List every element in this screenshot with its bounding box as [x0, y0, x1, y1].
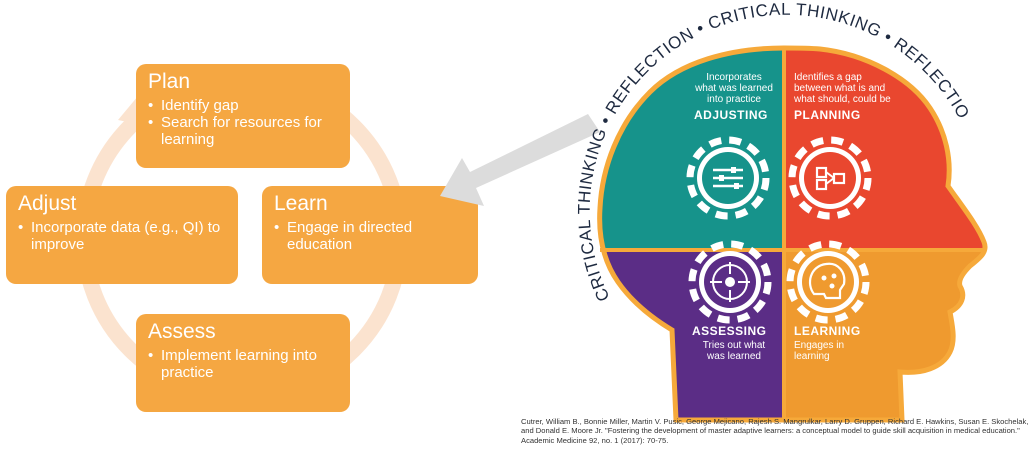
assessing-desc-line: was learned — [707, 351, 761, 362]
planning-label: PLANNING — [794, 108, 861, 122]
learning-desc-line: Engages in — [794, 340, 845, 351]
head-outline — [597, 45, 988, 423]
pointer-arrow — [440, 114, 600, 206]
learning-gear-icon — [786, 240, 870, 324]
adjusting-desc-line: what was learned — [695, 83, 773, 94]
learning-description: Engages in learning — [794, 340, 874, 362]
adjusting-desc-line: into practice — [707, 94, 761, 105]
learn-bullet: Engage in directed education — [274, 219, 466, 253]
planning-desc-line: between what is and — [794, 83, 886, 94]
planning-description: Identifies a gap between what is and wha… — [794, 72, 904, 105]
adjust-bullet: Incorporate data (e.g., QI) to improve — [18, 219, 226, 253]
assess-bullets: Implement learning into practice — [148, 347, 338, 381]
plan-bullet: Identify gap — [148, 97, 338, 114]
plan-bullets: Identify gap Search for resources for le… — [148, 97, 338, 148]
assess-bullet: Implement learning into practice — [148, 347, 338, 381]
learning-desc-line: learning — [794, 351, 830, 362]
plan-bullet: Search for resources for learning — [148, 114, 338, 148]
plan-box: Plan Identify gap Search for resources f… — [136, 64, 350, 168]
assess-box: Assess Implement learning into practice — [136, 314, 350, 412]
learn-title: Learn — [274, 192, 328, 215]
learning-label: LEARNING — [794, 324, 861, 338]
adjusting-label: ADJUSTING — [694, 108, 768, 122]
assessing-desc-line: Tries out what — [702, 340, 766, 351]
assess-title: Assess — [148, 320, 216, 343]
planning-gear-icon — [788, 136, 872, 220]
planning-desc-line: what should, could be — [794, 94, 891, 105]
adjust-bullets: Incorporate data (e.g., QI) to improve — [18, 219, 226, 253]
adjusting-description: Incorporates what was learned into pract… — [690, 72, 778, 105]
learn-bullets: Engage in directed education — [274, 219, 466, 253]
planning-desc-line: Identifies a gap — [794, 72, 862, 83]
citation: Cutrer, William B., Bonnie Miller, Marti… — [521, 417, 1029, 445]
assessing-gear-icon — [688, 240, 772, 324]
learn-box: Learn Engage in directed education — [262, 186, 478, 284]
assessing-label: ASSESSING — [692, 324, 767, 338]
adjusting-desc-line: Incorporates — [706, 72, 762, 83]
adjusting-gear-icon — [686, 136, 770, 220]
adjust-box: Adjust Incorporate data (e.g., QI) to im… — [6, 186, 238, 284]
plan-title: Plan — [148, 70, 191, 93]
assessing-description: Tries out what was learned — [690, 340, 778, 362]
adjust-title: Adjust — [18, 192, 77, 215]
